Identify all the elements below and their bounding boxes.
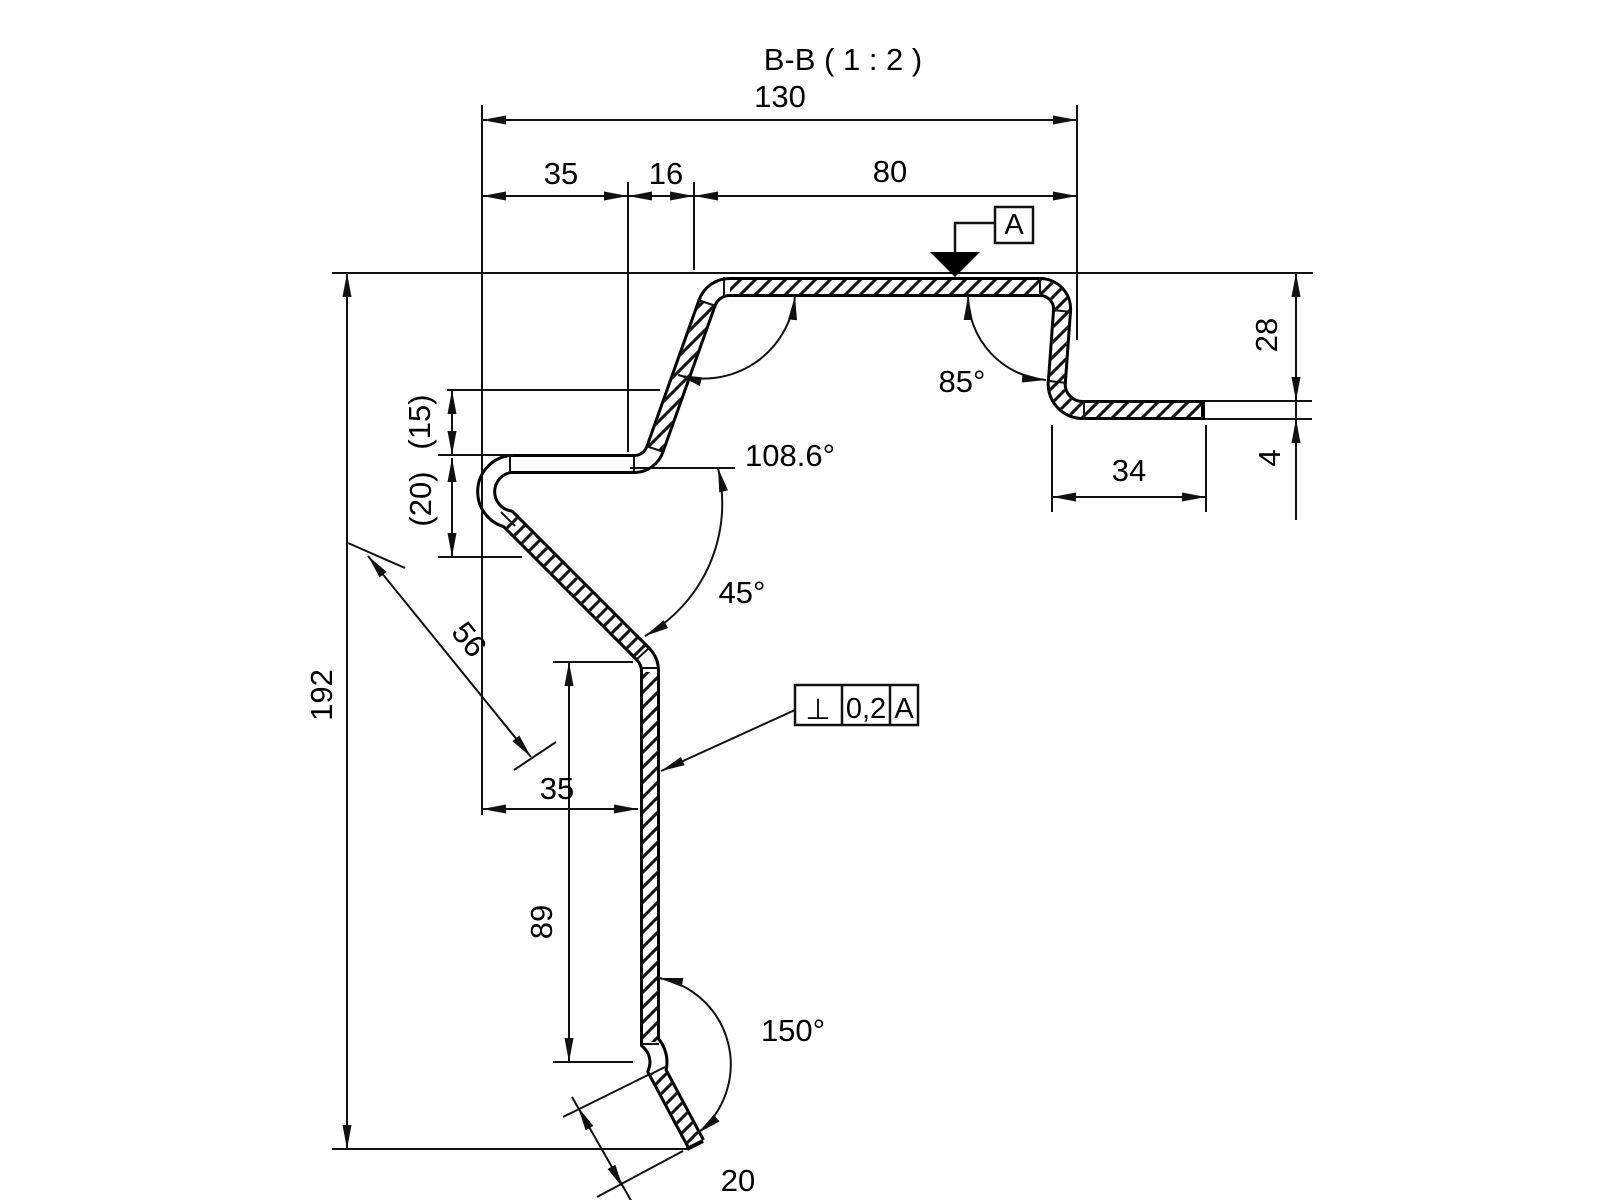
dim-angle-bottom: 150° — [761, 1013, 825, 1048]
datum-leader — [953, 221, 995, 252]
fcf-datum-ref: A — [894, 693, 914, 725]
angle-arc-150 — [658, 977, 732, 1134]
dim-angle-top-right: 85° — [939, 364, 986, 399]
dim-overall-height: 192 — [304, 669, 339, 721]
feature-control-frame: ⊥ 0,2 A — [660, 683, 920, 772]
fcf-tolerance: 0,2 — [846, 693, 886, 725]
datum-flag: A — [930, 205, 1035, 277]
dim-top-right: 80 — [873, 154, 907, 189]
bend-tangent-ticks — [500, 277, 1085, 1076]
profile-section — [476, 276, 1205, 1151]
dim-top-mid: 16 — [649, 156, 683, 191]
dim-overall-width: 130 — [754, 79, 806, 114]
dim-thickness: 4 — [1252, 449, 1287, 466]
dim-mid-width: 35 — [540, 771, 574, 806]
fcf-leader — [660, 709, 796, 772]
perpendicularity-icon: ⊥ — [805, 694, 830, 726]
angle-arc-45 — [644, 467, 728, 637]
view-title: B-B ( 1 : 2 ) — [764, 42, 922, 77]
dim-ref-20: (20) — [403, 471, 438, 526]
dim-angle-top-left: 108.6° — [745, 438, 835, 473]
dimension-lines — [342, 115, 1301, 1200]
angle-arc-85 — [963, 295, 1047, 383]
datum-label: A — [1004, 209, 1024, 241]
dim-right-height: 28 — [1249, 318, 1284, 352]
dim-line-56 — [367, 555, 532, 758]
dim-right-flange: 34 — [1112, 453, 1146, 488]
dim-tab-length: 20 — [721, 1163, 755, 1198]
fcf-box — [793, 683, 920, 727]
dim-ref-15: (15) — [402, 394, 437, 449]
dim-top-left: 35 — [544, 156, 578, 191]
datum-box — [993, 205, 1035, 245]
datum-triangle — [930, 252, 980, 277]
sheet-end-caps — [686, 400, 1205, 1151]
dim-angle-mid: 45° — [719, 575, 766, 610]
dim-diagonal-56: 56 — [445, 615, 494, 664]
dim-wall-height: 89 — [524, 905, 559, 939]
dim-20-arrowheads — [578, 1107, 623, 1188]
labels: B-B ( 1 : 2 ) 130 35 16 80 28 4 34 108.6… — [304, 42, 1287, 1198]
angle-arc-108-6 — [677, 295, 798, 386]
